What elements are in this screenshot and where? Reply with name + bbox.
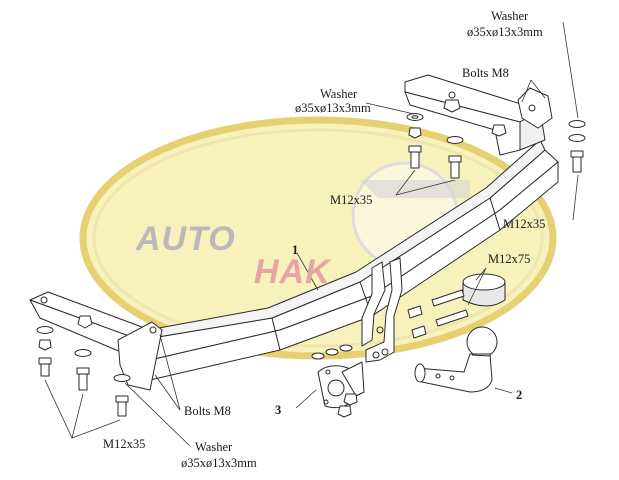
watermark-logo	[79, 116, 557, 360]
left-bracket	[29, 291, 163, 391]
label-part-2: 2	[516, 388, 523, 402]
label-m12x75: M12x75	[488, 252, 531, 266]
label-m12x35-right: M12x35	[503, 217, 546, 231]
label-washer-top-right-line1: Washer	[491, 9, 529, 23]
label-bolts-top-right: Bolts M8	[462, 66, 509, 80]
leader-lines	[44, 21, 579, 447]
label-m12x35-mid: M12x35	[330, 193, 373, 207]
label-washer-bottom-line2: ø35xø13x3mm	[181, 456, 257, 470]
label-washer-top-mid-line2: ø35xø13x3mm	[295, 101, 371, 115]
label-part-3: 3	[275, 403, 282, 417]
tow-ball	[414, 273, 506, 393]
lug-plates	[361, 257, 403, 363]
label-washer-top-right-line2: ø35xø13x3mm	[467, 25, 543, 39]
watermark-word-hak: HAK	[254, 253, 331, 291]
label-part-1: 1	[292, 243, 299, 257]
right-bracket	[404, 74, 553, 156]
label-washer-top-mid-line1: Washer	[320, 87, 358, 101]
label-bolts-bottom-left: Bolts M8	[184, 404, 231, 418]
socket-plate	[317, 361, 365, 418]
watermark-word-auto: AUTO	[136, 220, 236, 258]
line-art	[29, 21, 586, 447]
label-m12x35-bottom-left: M12x35	[103, 437, 146, 451]
fasteners	[36, 113, 586, 417]
label-washer-bottom-line1: Washer	[195, 440, 233, 454]
